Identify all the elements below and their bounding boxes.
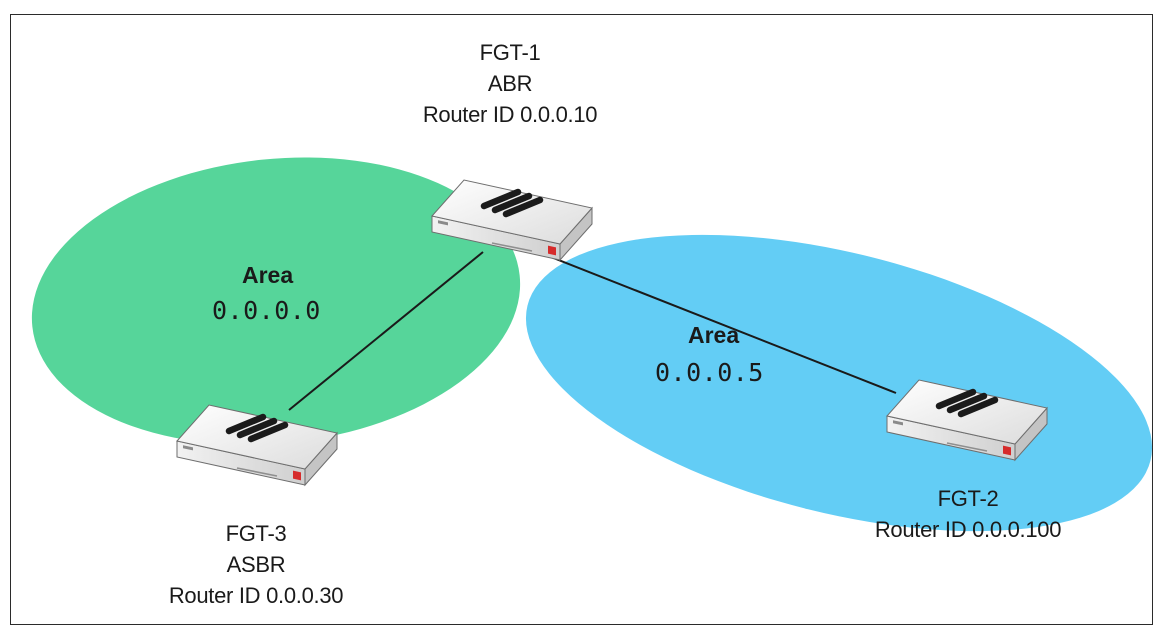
area-0-title: Area — [242, 262, 294, 288]
device-role: ABR — [487, 71, 533, 96]
area-0-ellipse — [31, 157, 521, 445]
link-fgt1-fgt2 — [517, 243, 897, 394]
fgt3-label: FGT-3 ASBR Router ID 0.0.0.30 — [106, 518, 406, 611]
area-5-id: 0.0.0.5 — [655, 358, 764, 387]
device-name: FGT-3 — [225, 521, 287, 546]
area-0-id: 0.0.0.0 — [212, 296, 321, 325]
device-role: ASBR — [226, 552, 286, 577]
router-id: Router ID 0.0.0.100 — [874, 517, 1062, 542]
device-name: FGT-2 — [937, 486, 999, 511]
device-name: FGT-1 — [479, 40, 541, 65]
fgt1-label: FGT-1 ABR Router ID 0.0.0.10 — [360, 37, 660, 130]
link-fgt1-fgt3 — [288, 251, 484, 411]
area-5-title: Area — [688, 322, 740, 348]
router-id: Router ID 0.0.0.30 — [168, 583, 344, 608]
router-id: Router ID 0.0.0.10 — [422, 102, 598, 127]
fgt2-label: FGT-2 Router ID 0.0.0.100 — [818, 483, 1118, 545]
